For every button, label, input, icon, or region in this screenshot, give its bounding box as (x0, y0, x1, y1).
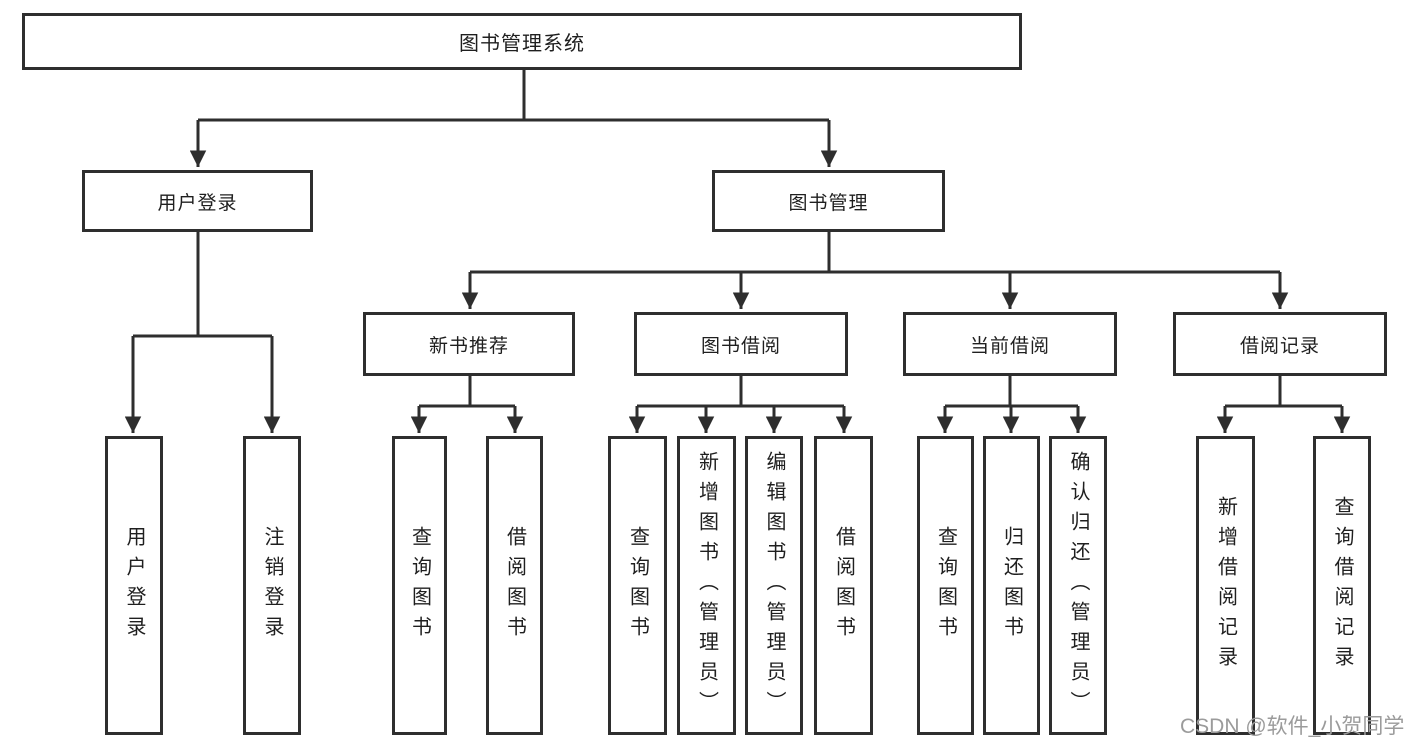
node-current-borrowing: 当前借阅 (903, 312, 1117, 376)
leaf-logout: 注销登录 (243, 436, 301, 735)
leaf-edit-books-admin-label: 编辑图书（管理员） (763, 450, 785, 721)
node-borrowing-records: 借阅记录 (1173, 312, 1387, 376)
edge-new-book-recommend-to-leaves (410, 376, 524, 433)
edge-user-login-to-leaves (124, 232, 281, 433)
node-root-label: 图书管理系统 (459, 33, 585, 55)
node-book-management-label: 图书管理 (788, 192, 869, 214)
leaf-return-books: 归还图书 (983, 436, 1040, 735)
node-root-system: 图书管理系统 (22, 13, 1022, 70)
node-book-borrowing-label: 图书借阅 (700, 335, 781, 357)
leaf-add-books-admin-label: 新增图书（管理员） (695, 450, 718, 721)
leaf-edit-books-admin: 编辑图书（管理员） (745, 436, 803, 735)
node-user-login-label: 用户登录 (157, 192, 238, 214)
leaf-user-login-label: 用户登录 (123, 525, 145, 646)
node-new-book-recommend-label: 新书推荐 (428, 335, 509, 357)
node-new-book-recommend: 新书推荐 (363, 312, 575, 376)
node-user-login: 用户登录 (82, 170, 313, 232)
leaf-query-books-recommend: 查询图书 (392, 436, 447, 735)
leaf-user-login: 用户登录 (105, 436, 163, 735)
leaf-borrow-books-recommend-label: 借阅图书 (503, 525, 526, 646)
edge-current-borrowing-to-leaves (936, 376, 1087, 433)
edge-borrowing-records-to-leaves (1216, 376, 1351, 433)
leaf-add-borrow-record: 新增借阅记录 (1196, 436, 1255, 735)
leaf-add-books-admin: 新增图书（管理员） (677, 436, 736, 735)
node-borrowing-records-label: 借阅记录 (1239, 335, 1320, 357)
leaf-borrow-books-recommend: 借阅图书 (486, 436, 543, 735)
leaf-return-books-label: 归还图书 (1000, 525, 1023, 646)
leaf-borrow-books-label: 借阅图书 (832, 525, 855, 646)
edge-book-management-to-level3 (461, 232, 1289, 309)
leaf-borrow-books: 借阅图书 (814, 436, 873, 735)
leaf-query-borrow-record: 查询借阅记录 (1313, 436, 1371, 735)
leaf-query-books-current: 查询图书 (917, 436, 974, 735)
node-book-management: 图书管理 (712, 170, 945, 232)
leaf-query-books-borrowing-label: 查询图书 (626, 525, 649, 646)
csdn-watermark: CSDN @软件_小贺同学 (1180, 715, 1405, 738)
leaf-logout-label: 注销登录 (261, 525, 283, 646)
leaf-query-books-current-label: 查询图书 (934, 525, 957, 646)
leaf-add-borrow-record-label: 新增借阅记录 (1214, 495, 1237, 676)
leaf-query-books-borrowing: 查询图书 (608, 436, 667, 735)
node-current-borrowing-label: 当前借阅 (969, 335, 1050, 357)
leaf-confirm-return-admin-label: 确认归还（管理员） (1067, 450, 1089, 721)
leaf-confirm-return-admin: 确认归还（管理员） (1049, 436, 1107, 735)
leaf-query-borrow-record-label: 查询借阅记录 (1331, 495, 1353, 676)
node-book-borrowing: 图书借阅 (634, 312, 848, 376)
leaf-query-books-recommend-label: 查询图书 (408, 525, 431, 646)
edge-book-borrowing-to-leaves (628, 376, 853, 433)
edge-root-to-level2 (189, 70, 838, 167)
